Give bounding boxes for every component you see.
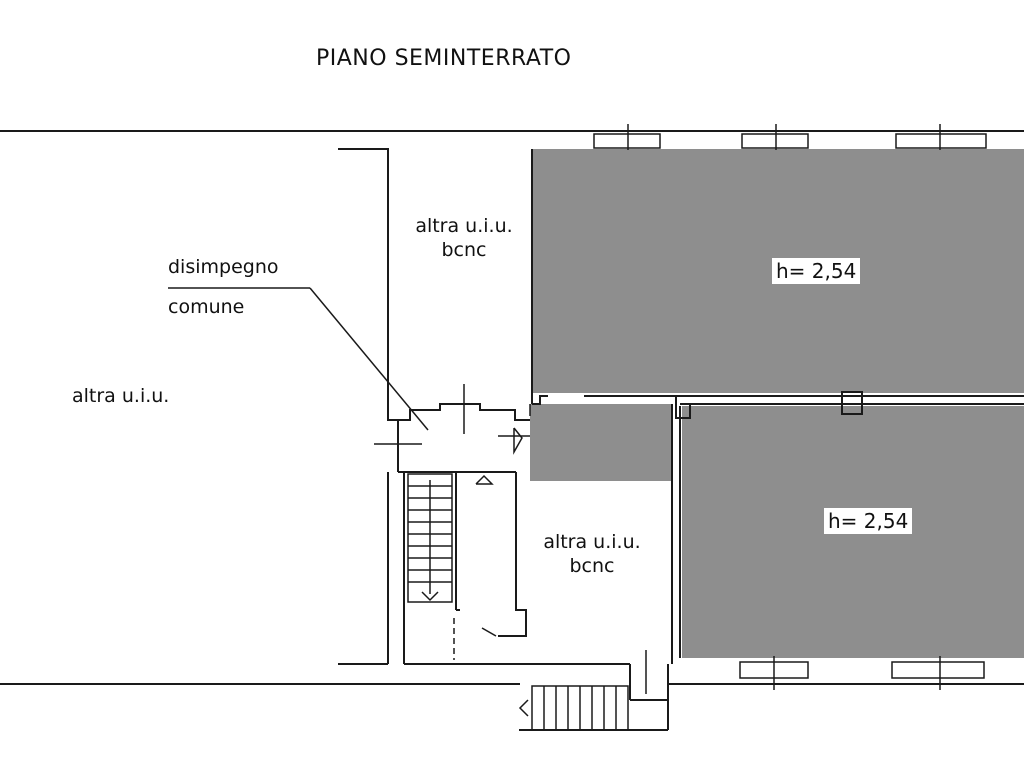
interior-stairs: [407, 473, 494, 603]
label-pointer-line: [309, 287, 429, 431]
label-other-unit-bottom-line2: bcnc: [569, 555, 615, 577]
doors: [374, 384, 647, 694]
label-other-unit-bottom-line1: altra u.i.u.: [543, 531, 641, 553]
label-other-unit-top: altra u.i.u. bcnc: [404, 214, 524, 262]
exterior-stairs: [518, 685, 629, 731]
label-corridor-line1: disimpegno: [168, 256, 279, 278]
label-corridor-line2: comune: [168, 296, 245, 318]
label-other-unit-top-line1: altra u.i.u.: [415, 215, 513, 237]
room-small-shaded: [530, 404, 672, 481]
walls: [0, 130, 1024, 731]
plan-title: PIANO SEMINTERRATO: [316, 46, 572, 71]
label-height-lower: h= 2,54: [824, 508, 913, 534]
windows: [593, 124, 987, 690]
label-other-unit-left: altra u.i.u.: [72, 384, 169, 408]
label-other-unit-left-text: altra u.i.u.: [72, 385, 170, 407]
label-height-upper: h= 2,54: [772, 258, 861, 284]
label-other-unit-top-line2: bcnc: [441, 239, 487, 261]
label-other-unit-bottom: altra u.i.u. bcnc: [532, 530, 652, 578]
